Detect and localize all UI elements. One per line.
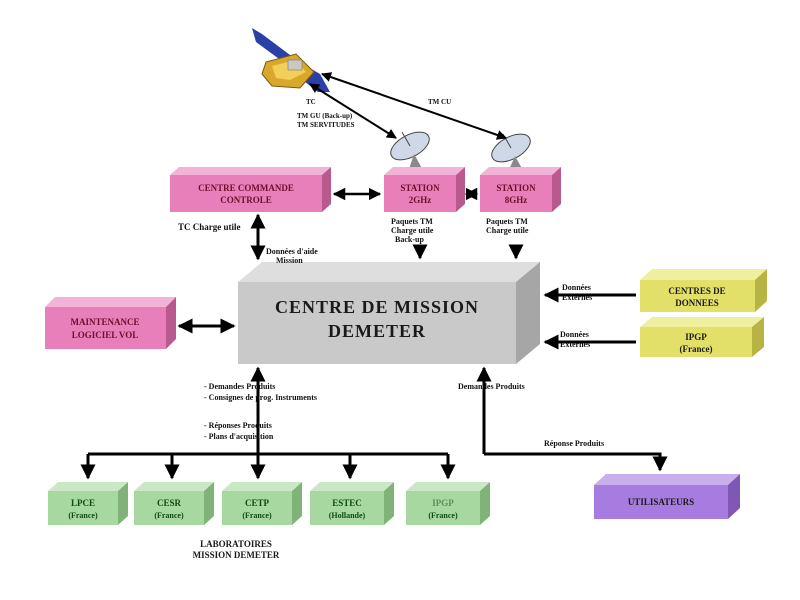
station-2ghz-line2: 2GHz [409,195,432,205]
lab-country: (France) [68,511,98,520]
centre-commande-line2: CONTROLE [220,195,272,205]
lab-box: CETP (France) [222,482,302,525]
utilisateurs-box: UTILISATEURS [594,474,740,519]
maintenance-line1: MAINTENANCE [70,317,139,327]
label-paquets-2ghz-3: Back-up [395,235,424,244]
labs-caption-line1: LABORATOIRES [200,539,272,549]
station-2ghz-line1: STATION [400,183,440,193]
lab-name: ESTEC [332,498,362,508]
utilisateurs-label: UTILISATEURS [628,497,694,507]
lab-country: (France) [242,511,272,520]
ipgp-right-line1: IPGP [685,332,707,342]
label-paquets-2ghz-2: Charge utile [391,226,434,235]
link-label-tm-gu: TM GU (Back-up) [297,112,353,120]
link-label-tc: TC [306,98,316,106]
lab-box: CESR (France) [134,482,214,525]
flow-arrows [80,187,668,480]
lab-name: CESR [157,498,182,508]
label-donnees-aide-2: Mission [276,256,303,265]
centre-mission-box: CENTRE DE MISSION DEMETER [238,262,540,364]
station-2ghz-box: STATION 2GHz [384,167,465,212]
label-donnees-aide-1: Données d'aide [266,247,318,256]
lab-name: CETP [245,498,270,508]
centres-donnees-line1: CENTRES DE [668,286,725,296]
centres-donnees-line2: DONNEES [675,298,719,308]
label-paquets-8ghz-1: Paquets TM [486,217,528,226]
lab-box: IPGP (France) [406,482,490,525]
centre-mission-line1: CENTRE DE MISSION [275,297,479,317]
label-demandes-produits: Demandes Produits [458,382,525,391]
label-reponses-labs-2: - Plans d'acquisition [204,432,274,441]
centre-commande-line1: CENTRE COMMANDE [198,183,294,193]
label-paquets-2ghz-1: Paquets TM [391,217,433,226]
station-8ghz-line1: STATION [496,183,536,193]
satellite-icon [252,28,330,92]
ipgp-right-box: IPGP (France) [640,317,764,357]
station-8ghz-line2: 8GHz [505,195,528,205]
label-demandes-labs-2: - Consignes de prog. Instruments [204,393,317,402]
maintenance-box: MAINTENANCE LOGICIEL VOL [45,297,176,349]
label-demandes-labs-1: - Demandes Produits [204,382,275,391]
lab-name: LPCE [71,498,95,508]
ipgp-right-line2: (France) [680,344,713,354]
label-reponses-labs-1: - Réponses Produits [204,421,272,430]
lab-box: LPCE (France) [48,482,128,525]
label-reponse-produits: Réponse Produits [544,439,604,448]
centre-mission-line2: DEMETER [328,321,426,341]
satellite-links [309,72,507,140]
label-donnees-externes-b2: Externes [560,340,590,349]
lab-country: (Hollande) [329,511,366,520]
link-label-tm-servitudes: TM SERVITUDES [297,121,355,129]
centres-donnees-box: CENTRES DE DONNEES [640,269,767,312]
label-donnees-externes-2: Externes [562,293,592,302]
label-donnees-externes-b1: Données [560,330,589,339]
link-label-tm-cu: TM CU [428,98,451,106]
maintenance-line2: LOGICIEL VOL [72,330,138,340]
lab-name: IPGP [432,498,454,508]
station-8ghz-box: STATION 8GHz [480,167,561,212]
label-paquets-8ghz-2: Charge utile [486,226,529,235]
label-donnees-externes-1: Données [562,283,591,292]
lab-country: (France) [428,511,458,520]
lab-box: ESTEC (Hollande) [310,482,394,525]
labs-caption-line2: MISSION DEMETER [193,550,280,560]
label-tc-charge-utile: TC Charge utile [178,222,241,232]
lab-country: (France) [154,511,184,520]
centre-commande-box: CENTRE COMMANDE CONTROLE [170,167,331,212]
